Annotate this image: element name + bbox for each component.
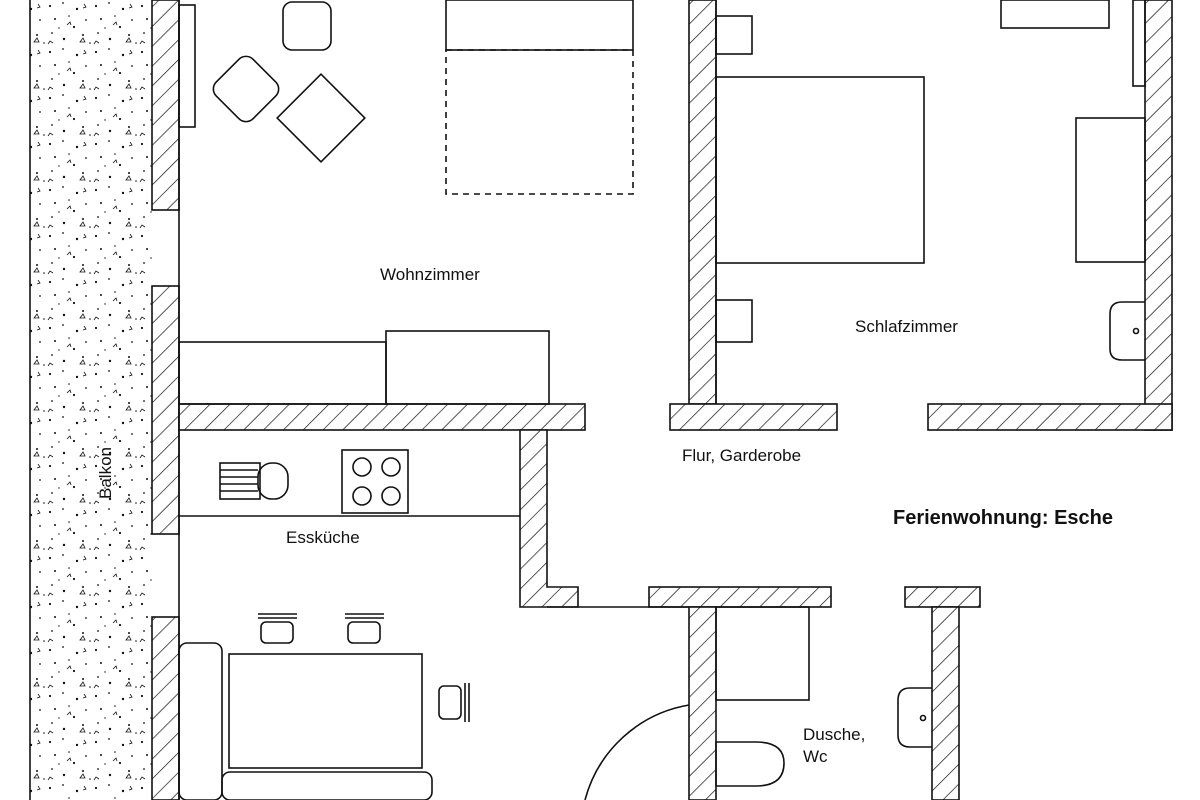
coffee-table bbox=[276, 73, 366, 163]
wardrobe bbox=[1000, 0, 1110, 29]
wall-kitchen-hall bbox=[519, 429, 579, 608]
wall-bath-west bbox=[688, 606, 717, 800]
room-label-esskueche: Essküche bbox=[286, 528, 360, 547]
wall-east bbox=[1144, 0, 1173, 431]
wall-hall-bedroom-a bbox=[669, 403, 838, 431]
wall-west-top bbox=[151, 0, 180, 211]
wall-living-bedroom bbox=[688, 0, 717, 405]
bench bbox=[178, 642, 223, 800]
room-label-flur: Flur, Garderobe bbox=[682, 446, 801, 465]
wall-west-bottom bbox=[151, 616, 180, 800]
room-label-wohnzimmer: Wohnzimmer bbox=[380, 265, 480, 284]
armchair bbox=[212, 55, 280, 123]
wall-living-kitchen bbox=[178, 403, 586, 431]
bath-washbasin bbox=[897, 687, 932, 748]
window-frame bbox=[1132, 0, 1146, 87]
room-label-balkon: Balkon bbox=[96, 447, 115, 499]
nightstand bbox=[715, 15, 753, 55]
sink-icon bbox=[219, 462, 289, 500]
sideboard bbox=[178, 341, 387, 405]
cabinet bbox=[385, 330, 550, 405]
wall-hall-bath-a bbox=[648, 586, 832, 608]
stove-icon bbox=[341, 449, 409, 514]
sofa-bed bbox=[445, 0, 634, 51]
toilet bbox=[715, 741, 785, 787]
plan-title: Ferienwohnung: Esche bbox=[893, 507, 1113, 529]
chair-icon bbox=[258, 613, 297, 644]
balcony-door-frame bbox=[178, 4, 196, 128]
sofa-bed-extended bbox=[445, 49, 634, 195]
wall-west-middle bbox=[151, 285, 180, 535]
chair-icon bbox=[438, 683, 470, 722]
balcony-area bbox=[30, 0, 152, 800]
chair-icon bbox=[345, 613, 384, 644]
bed bbox=[715, 76, 925, 264]
armchair bbox=[282, 1, 332, 51]
nightstand bbox=[715, 299, 753, 343]
shower-tray bbox=[715, 606, 810, 701]
wall-hall-bedroom-b bbox=[927, 403, 1173, 431]
room-label-schlafzimmer: Schlafzimmer bbox=[855, 317, 958, 336]
bench bbox=[221, 771, 433, 800]
room-label-wc: Wc bbox=[803, 747, 828, 766]
wall-bath-east bbox=[931, 606, 960, 800]
room-label-dusche: Dusche, bbox=[803, 725, 865, 744]
door-swing bbox=[584, 704, 690, 800]
dining-table bbox=[228, 653, 423, 769]
dresser bbox=[1075, 117, 1146, 263]
wall-hall-bath-b bbox=[904, 586, 981, 608]
washbasin bbox=[1109, 301, 1145, 361]
